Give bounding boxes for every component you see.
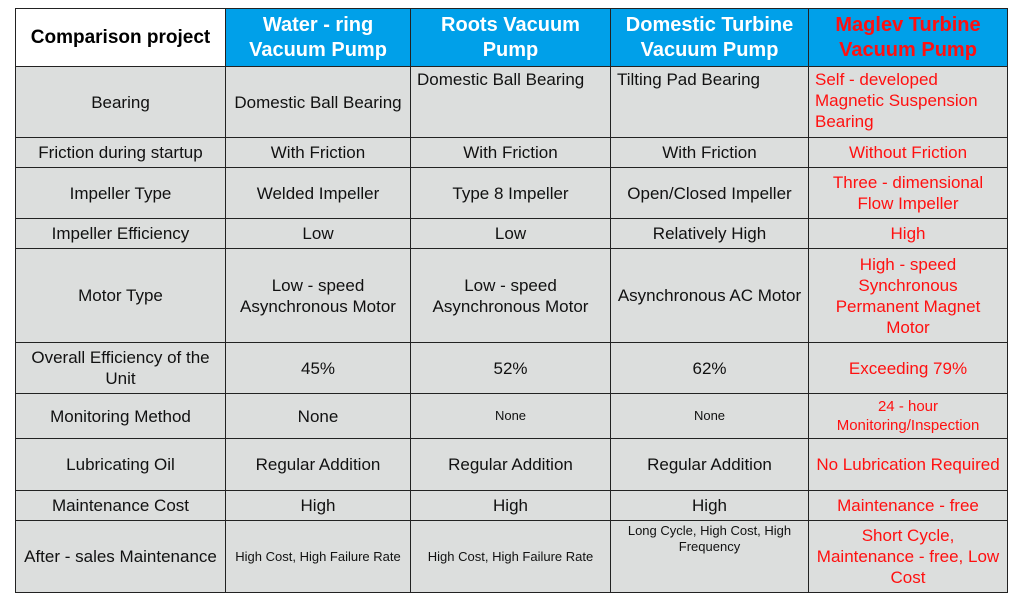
table-cell: Low [225, 218, 411, 249]
table-cell: Low [410, 218, 611, 249]
table-cell: High Cost, High Failure Rate [410, 520, 611, 593]
row-label: Overall Efficiency of the Unit [15, 342, 226, 394]
table-cell: High [225, 490, 411, 521]
table-cell: No Lubrication Required [808, 438, 1008, 491]
table-cell: Open/Closed Impeller [610, 167, 809, 219]
row-label: Impeller Type [15, 167, 226, 219]
table-cell: None [610, 393, 809, 439]
column-header: Water - ring Vacuum Pump [225, 8, 411, 67]
table-cell: High - speed Synchronous Permanent Magne… [808, 248, 1008, 343]
table-cell: Tilting Pad Bearing [610, 66, 809, 138]
table-cell: With Friction [225, 137, 411, 168]
row-label: Impeller Efficiency [15, 218, 226, 249]
table-cell: None [410, 393, 611, 439]
table-cell: With Friction [410, 137, 611, 168]
table-cell: 24 - hour Monitoring/Inspection [808, 393, 1008, 439]
table-cell: Low - speed Asynchronous Motor [225, 248, 411, 343]
table-cell: None [225, 393, 411, 439]
table-cell: 45% [225, 342, 411, 394]
header-label: Comparison project [15, 8, 226, 67]
table-cell: Long Cycle, High Cost, High Frequency [610, 520, 809, 593]
table-cell: Domestic Ball Bearing [410, 66, 611, 138]
table-cell: Low - speed Asynchronous Motor [410, 248, 611, 343]
table-cell: Asynchronous AC Motor [610, 248, 809, 343]
table-cell: Welded Impeller [225, 167, 411, 219]
table-cell: Regular Addition [225, 438, 411, 491]
table-cell: With Friction [610, 137, 809, 168]
row-label: Friction during startup [15, 137, 226, 168]
table-cell: Maintenance - free [808, 490, 1008, 521]
row-label: Monitoring Method [15, 393, 226, 439]
row-label: After - sales Maintenance [15, 520, 226, 593]
table-cell: High [410, 490, 611, 521]
table-cell: Relatively High [610, 218, 809, 249]
table-cell: Three - dimensional Flow Impeller [808, 167, 1008, 219]
table-cell: Type 8 Impeller [410, 167, 611, 219]
table-cell: Domestic Ball Bearing [225, 66, 411, 138]
row-label: Bearing [15, 66, 226, 138]
table-cell: Exceeding 79% [808, 342, 1008, 394]
row-label: Maintenance Cost [15, 490, 226, 521]
row-label: Motor Type [15, 248, 226, 343]
table-cell: Regular Addition [410, 438, 611, 491]
table-cell: Regular Addition [610, 438, 809, 491]
column-header: Maglev Turbine Vacuum Pump [808, 8, 1008, 67]
column-header: Roots Vacuum Pump [410, 8, 611, 67]
table-cell: Short Cycle, Maintenance - free, Low Cos… [808, 520, 1008, 593]
table-cell: 52% [410, 342, 611, 394]
table-cell: High Cost, High Failure Rate [225, 520, 411, 593]
table-cell: Without Friction [808, 137, 1008, 168]
table-cell: High [610, 490, 809, 521]
row-label: Lubricating Oil [15, 438, 226, 491]
table-cell: 62% [610, 342, 809, 394]
table-cell: Self - developed Magnetic Suspension Bea… [808, 66, 1008, 138]
column-header: Domestic Turbine Vacuum Pump [610, 8, 809, 67]
table-cell: High [808, 218, 1008, 249]
